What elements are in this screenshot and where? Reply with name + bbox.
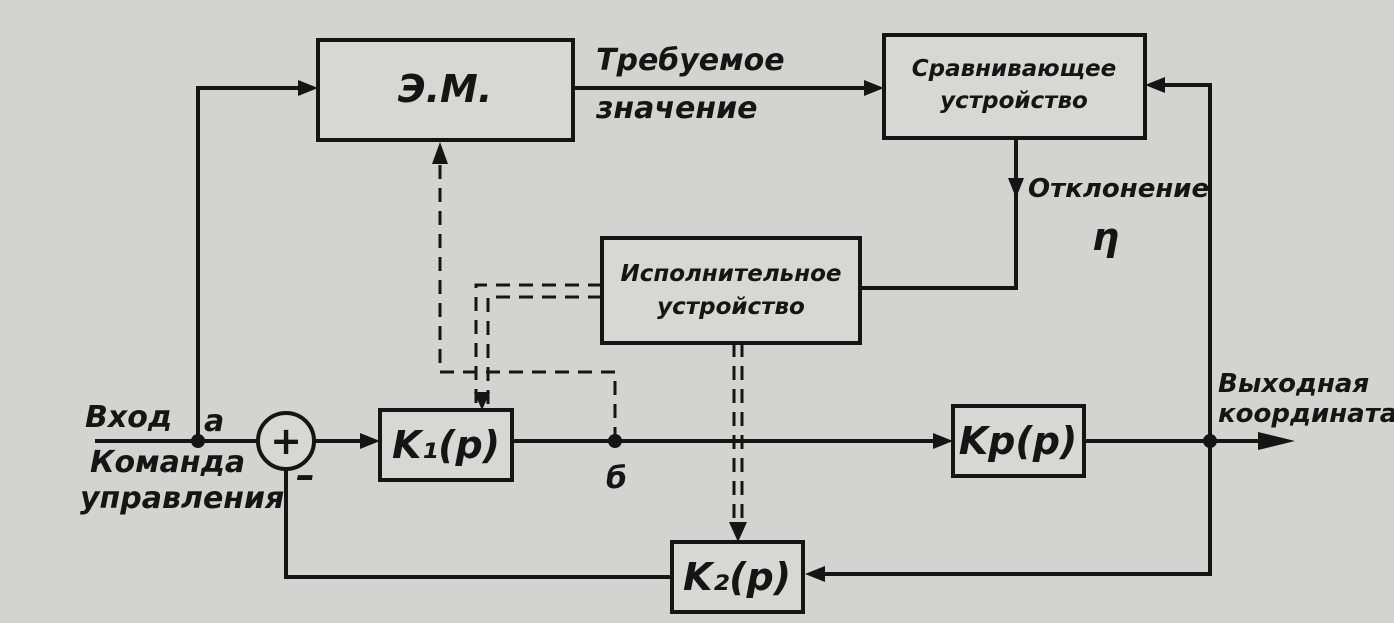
summing-junction [256, 411, 316, 471]
arrow-feedback-comparator [1145, 77, 1165, 93]
point-b-label: б [606, 461, 627, 496]
arrow-dashed-em [432, 142, 448, 164]
arrow-output [1258, 432, 1295, 450]
k2-block [670, 540, 805, 614]
summer-minus-sign: – [296, 453, 315, 497]
command-label-line1: Команда [90, 445, 245, 480]
deviation-label: Отклонение [1028, 174, 1209, 204]
junction-dot-b [608, 434, 622, 448]
point-a-label: a [204, 404, 224, 439]
arrow-dashed-k2 [729, 522, 747, 542]
k2-to-summer-line [284, 469, 672, 579]
output-label-line2: координата [1218, 399, 1394, 429]
output-label-line1: Выходная [1218, 369, 1369, 399]
k2-label: K₂(p) [683, 555, 791, 599]
actuator-label-line1: Исполнительное [620, 261, 841, 287]
feedback-to-comparator-line [1163, 83, 1212, 441]
kp-label: Kp(p) [959, 419, 1078, 463]
required-value-label-line2: значение [595, 91, 757, 126]
dashed-actuator-to-k1-b [486, 295, 602, 405]
kp-block [951, 404, 1086, 478]
arrow-to-em [298, 80, 318, 96]
arrow-dashed-k1 [474, 392, 490, 410]
command-label-line2: управления [80, 481, 284, 516]
branch-to-em-line [196, 86, 300, 441]
actuator-block [600, 236, 862, 345]
required-value-label-line1: Требуемое [596, 43, 785, 78]
arrow-to-k1 [360, 433, 380, 449]
arrow-to-k2 [805, 566, 825, 582]
junction-dot-a [191, 434, 205, 448]
arrow-to-kp [933, 433, 953, 449]
k1-label: K₁(p) [392, 423, 500, 467]
comparator-block [882, 33, 1147, 140]
arrow-to-comparator [864, 80, 884, 96]
deviation-line [860, 138, 1018, 290]
eta-symbol: η [1092, 215, 1119, 259]
comparator-label-line1: Сравнивающее [912, 56, 1116, 82]
arrow-deviation [1008, 178, 1024, 198]
k1-block [378, 408, 514, 482]
dashed-actuator-to-k1-a [474, 283, 602, 405]
em-label: Э.М. [398, 67, 493, 111]
input-label: Вход [85, 400, 172, 435]
actuator-label-line2: устройство [657, 294, 805, 320]
output-to-k2-line [823, 441, 1212, 576]
em-block [316, 38, 575, 142]
dashed-b-to-em-line [438, 165, 617, 441]
junction-dot-output [1203, 434, 1217, 448]
summer-plus-sign: + [270, 419, 302, 463]
comparator-label-line2: устройство [940, 88, 1088, 114]
